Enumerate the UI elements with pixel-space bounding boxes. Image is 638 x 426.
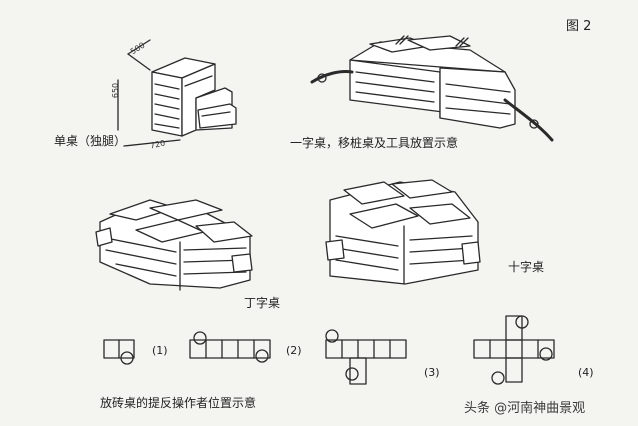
single-pile-caption: 单桌（独腿） [54,134,127,148]
figure-label: 图 2 [566,19,592,34]
layout-diagram-2 [189,331,271,363]
t-pile-caption: 丁字桌 [244,296,281,310]
t-pile-drawing [95,199,253,291]
layout-diagram-1 [103,339,135,365]
single-pile-drawing [117,39,237,147]
step-number: (4) [578,366,594,379]
line-pile-drawing [310,35,554,142]
watermark: 头条 @河南神曲景观 [464,401,586,416]
layout-diagram-4 [473,315,555,385]
step-number: (1) [152,344,168,357]
cross-pile-drawing [325,179,481,285]
bottom-caption: 放砖桌的提反操作者位置示意 [100,396,257,410]
step-number: (3) [424,366,440,379]
step-number: (2) [286,344,302,357]
cross-pile-caption: 十字桌 [508,260,545,274]
line-pile-caption: 一字桌，移桩桌及工具放置示意 [290,136,459,150]
layout-diagram-3 [325,329,407,385]
dimension-label: 650 [111,82,121,99]
